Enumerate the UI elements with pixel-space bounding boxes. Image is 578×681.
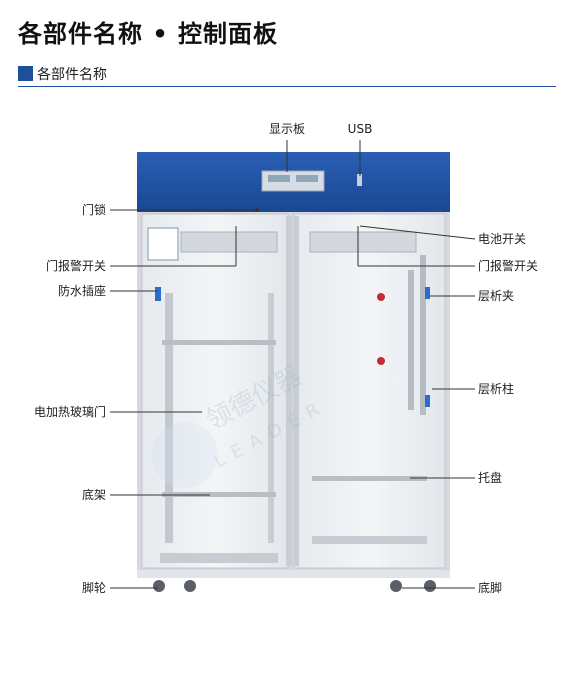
shelf-column-shape	[408, 270, 414, 410]
watermark-logo-icon	[152, 422, 218, 488]
label-caster: 脚轮	[82, 580, 106, 595]
right-tray	[312, 476, 427, 481]
caster-left	[153, 580, 165, 592]
right-glass-door	[293, 213, 446, 569]
bottom-rack-shape	[160, 553, 278, 563]
section-divider	[18, 86, 556, 87]
part-labels: 显示板 USB 门锁 门报警开关 防水插座 电加热玻璃门 底架 脚轮 电池开关 …	[34, 122, 538, 595]
blue-clip-1	[425, 287, 430, 299]
label-tray: 托盘	[478, 470, 502, 485]
left-shelf-1	[162, 340, 276, 345]
display-screen-2	[296, 175, 318, 182]
label-shelf-column: 层析柱	[478, 381, 514, 396]
leader-lines	[110, 140, 476, 589]
blue-clip-2	[425, 395, 430, 407]
red-clip-2	[377, 357, 385, 365]
cabinet	[137, 152, 450, 592]
label-door-lock: 门锁	[82, 202, 106, 217]
foot-left	[390, 580, 402, 592]
cabinet-base	[137, 570, 450, 578]
label-usb: USB	[348, 122, 373, 136]
label-shelf-clip: 层析夹	[478, 289, 514, 303]
label-waterproof-socket: 防水插座	[58, 283, 106, 298]
section-header: 各部件名称	[18, 63, 556, 89]
caster-mid	[184, 580, 196, 592]
foot-right	[424, 580, 436, 592]
section-title: 各部件名称	[37, 67, 107, 83]
label-battery-switch: 电池开关	[478, 232, 526, 246]
left-shelf-2	[162, 492, 276, 497]
label-foot: 底脚	[478, 580, 502, 595]
left-fan-cover	[180, 231, 278, 253]
label-bottom-rack: 底架	[82, 487, 106, 502]
label-display-board: 显示板	[269, 122, 305, 136]
waterproof-socket-shape	[155, 287, 161, 301]
door-handle-left	[286, 216, 292, 566]
right-fan-cover	[309, 231, 417, 253]
door-handle-right	[293, 216, 299, 566]
label-door-alarm-switch-left: 门报警开关	[46, 258, 106, 273]
left-shelf-rail	[165, 293, 173, 543]
info-sticker	[147, 227, 179, 261]
label-heated-glass-door: 电加热玻璃门	[34, 404, 106, 419]
page-title: 各部件名称 • 控制面板	[18, 20, 279, 48]
left-shelf-rail-2	[268, 293, 274, 543]
label-door-alarm-switch-right: 门报警开关	[478, 258, 538, 273]
display-screen	[268, 175, 290, 182]
section-marker-icon	[18, 66, 33, 81]
shelf-column-shape-2	[420, 255, 426, 415]
right-bottom-rack	[312, 536, 427, 544]
red-clip-1	[377, 293, 385, 301]
usb-port	[357, 174, 362, 186]
